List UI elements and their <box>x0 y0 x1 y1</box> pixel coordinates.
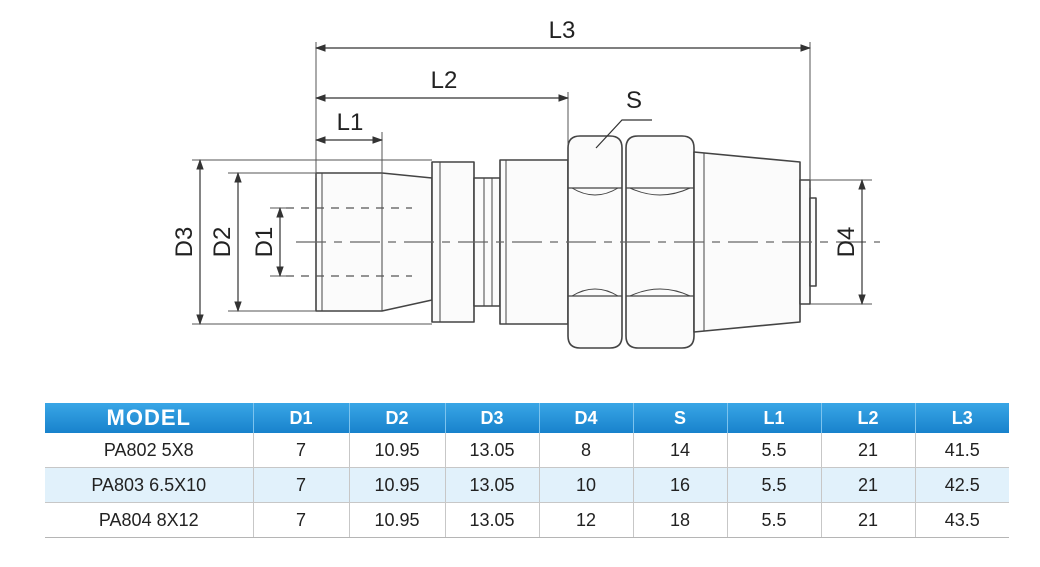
header-s: S <box>633 403 728 433</box>
table-row: PA802 5X8 7 10.95 13.05 8 14 5.5 21 41.5 <box>45 433 1009 468</box>
cell-s: 14 <box>633 433 728 468</box>
header-l3: L3 <box>915 403 1009 433</box>
cell-model: PA802 5X8 <box>45 433 254 468</box>
table-row: PA804 8X12 7 10.95 13.05 12 18 5.5 21 43… <box>45 502 1009 538</box>
dimension-lines <box>196 44 866 326</box>
header-d4: D4 <box>539 403 634 433</box>
cell-l3: 42.5 <box>915 467 1009 503</box>
label-l3: L3 <box>549 17 576 44</box>
label-s: S <box>626 87 642 114</box>
cell-s: 16 <box>633 467 728 503</box>
cell-d1: 7 <box>253 502 350 538</box>
header-l2: L2 <box>821 403 916 433</box>
cell-d1: 7 <box>253 467 350 503</box>
cell-s: 18 <box>633 502 728 538</box>
label-l2: L2 <box>431 67 458 94</box>
header-d3: D3 <box>445 403 540 433</box>
cell-d1: 7 <box>253 433 350 468</box>
cell-model: PA803 6.5X10 <box>45 467 254 503</box>
label-d2: D2 <box>209 227 236 258</box>
table-header-row: MODEL D1 D2 D3 D4 S L1 L2 L3 <box>45 403 1009 433</box>
fitting-drawing: L3 L2 L1 S D3 D2 D1 D4 <box>171 17 880 349</box>
cell-d4: 10 <box>539 467 634 503</box>
label-d3: D3 <box>171 227 198 258</box>
cell-d2: 10.95 <box>349 502 446 538</box>
cell-l3: 43.5 <box>915 502 1009 538</box>
cell-l1: 5.5 <box>727 467 822 503</box>
cell-d3: 13.05 <box>445 502 540 538</box>
cell-d3: 13.05 <box>445 467 540 503</box>
header-model: MODEL <box>45 403 254 433</box>
label-d1: D1 <box>251 227 278 258</box>
cell-l1: 5.5 <box>727 502 822 538</box>
header-l1: L1 <box>727 403 822 433</box>
extension-lines <box>192 42 872 325</box>
cell-model: PA804 8X12 <box>45 502 254 538</box>
leader-s <box>595 119 652 149</box>
cell-l2: 21 <box>821 433 916 468</box>
table-row: PA803 6.5X10 7 10.95 13.05 10 16 5.5 21 … <box>45 467 1009 503</box>
cell-d3: 13.05 <box>445 433 540 468</box>
cell-l3: 41.5 <box>915 433 1009 468</box>
cell-l2: 21 <box>821 467 916 503</box>
spec-table: MODEL D1 D2 D3 D4 S L1 L2 L3 PA802 5X8 7… <box>45 403 1009 538</box>
cell-d2: 10.95 <box>349 467 446 503</box>
label-l1: L1 <box>337 109 364 136</box>
cell-l2: 21 <box>821 502 916 538</box>
cell-d2: 10.95 <box>349 433 446 468</box>
cell-l1: 5.5 <box>727 433 822 468</box>
cell-d4: 8 <box>539 433 634 468</box>
bore-hidden-lines <box>286 207 412 277</box>
header-d1: D1 <box>253 403 350 433</box>
header-d2: D2 <box>349 403 446 433</box>
label-d4: D4 <box>833 227 860 258</box>
cell-d4: 12 <box>539 502 634 538</box>
